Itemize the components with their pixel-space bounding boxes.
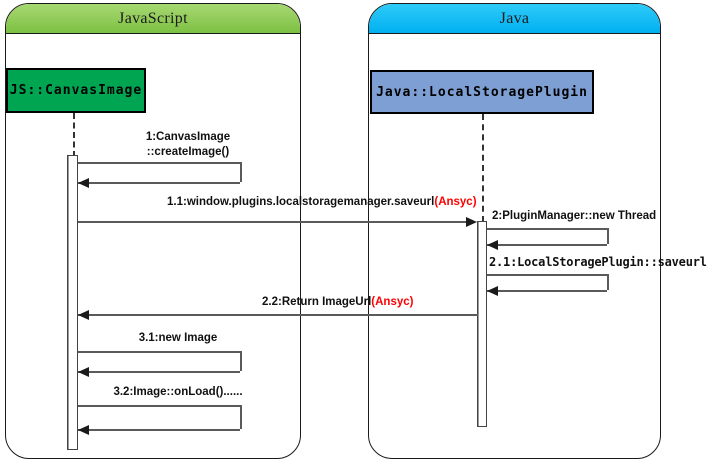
- message-label-2-2-async: (Ansyc): [371, 296, 414, 308]
- message-2-1-arrowhead: [487, 286, 498, 296]
- message-label-2: 2:PluginManager::new Thread: [492, 210, 656, 222]
- message-3-2-arrowhead: [78, 425, 89, 435]
- message-label-2-1-text: 2.1:LocalStoragePlugin::saveurl: [489, 255, 707, 269]
- message-label-2-text: 2:PluginManager::new Thread: [492, 210, 657, 222]
- message-2-1-line-down: [607, 274, 609, 290]
- message-2-line-out: [487, 228, 607, 230]
- message-2-1-line-back: [487, 290, 607, 292]
- message-2-1-line-out: [487, 274, 607, 276]
- message-1-arrowhead: [78, 178, 89, 188]
- message-3-2-line-down: [240, 405, 242, 429]
- message-2-line-down: [607, 228, 609, 244]
- message-label-1-line1: 1:CanvasImage: [145, 131, 231, 143]
- message-label-3-2-text: 3.2:Image::onLoad()......: [113, 386, 243, 398]
- activation-bar-java: [477, 221, 487, 427]
- message-label-1: 1:CanvasImage ::createImage(): [78, 130, 298, 160]
- message-1-line-back: [78, 182, 240, 184]
- message-3-1-arrowhead: [78, 367, 89, 377]
- panel-title-java: Java: [369, 4, 660, 34]
- message-3-2-line-out: [78, 405, 240, 407]
- message-label-2-1: 2.1:LocalStoragePlugin::saveurl: [489, 255, 707, 269]
- message-1-1-arrowhead: [466, 217, 477, 227]
- message-3-1-line-out: [78, 351, 240, 353]
- message-3-1-line-down: [240, 351, 242, 371]
- message-label-3-1: 3.1:new Image: [78, 332, 278, 344]
- message-label-3-2: 3.2:Image::onLoad()......: [78, 386, 278, 398]
- message-label-3-1-text: 3.1:new Image: [138, 332, 218, 344]
- message-1-line-down: [240, 162, 242, 182]
- message-1-1-line: [78, 221, 468, 223]
- message-3-2-line-back: [78, 429, 240, 431]
- message-2-line-back: [487, 244, 607, 246]
- message-label-1-1-async: (Ansyc): [434, 196, 477, 208]
- message-3-1-line-back: [78, 371, 240, 373]
- message-label-2-2: 2.2:Return ImageUrl(Ansyc): [262, 296, 413, 308]
- object-box-java-localstorageplugin[interactable]: Java::LocalStoragePlugin: [370, 70, 594, 114]
- message-2-arrowhead: [487, 240, 498, 250]
- message-label-1-line2: ::createImage(): [146, 146, 230, 158]
- message-1-line-out: [78, 162, 240, 164]
- message-label-1-1: 1.1:window.plugins.localstoragemanager.s…: [167, 196, 477, 208]
- participant-panel-java: Java: [368, 3, 661, 459]
- object-box-java-localstorageplugin-label: Java::LocalStoragePlugin: [376, 84, 588, 100]
- activation-bar-js: [67, 155, 78, 450]
- lifeline-java: [482, 114, 484, 222]
- lifeline-js: [73, 113, 75, 157]
- message-label-1-1-text: 1.1:window.plugins.localstoragemanager.s…: [167, 196, 435, 208]
- message-2-2-arrowhead: [78, 310, 89, 320]
- object-box-js-canvasimage[interactable]: JS::CanvasImage: [6, 68, 146, 113]
- panel-title-javascript: JavaScript: [6, 4, 300, 34]
- message-2-2-line: [78, 314, 478, 316]
- object-box-js-canvasimage-label: JS::CanvasImage: [9, 83, 143, 98]
- message-label-2-2-text: 2.2:Return ImageUrl: [262, 296, 372, 308]
